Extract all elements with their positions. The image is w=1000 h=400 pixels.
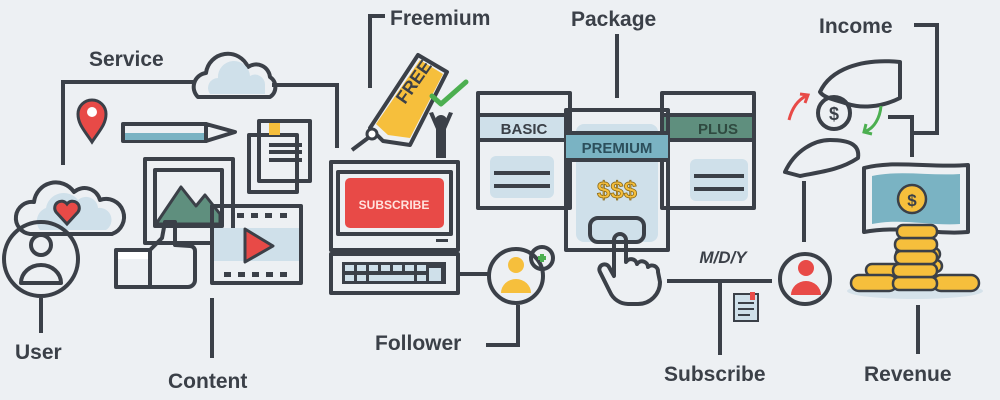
label-subscribe: Subscribe: [664, 363, 766, 386]
subscriber-icon: [778, 252, 832, 306]
service-line-right: [272, 83, 339, 148]
income-line: [913, 23, 939, 135]
checkmark-icon: [429, 79, 469, 107]
pencil-icon: [121, 122, 237, 143]
plan-plus-label: PLUS: [698, 121, 738, 138]
person-cheering-icon: [429, 112, 453, 158]
price-tag-icon: FREE: [350, 53, 449, 152]
follower-add-icon: [487, 245, 555, 305]
svg-text:$: $: [907, 191, 917, 210]
heart-cloud-icon: [13, 180, 126, 236]
pricing-plans-icon: BASIC PLUS PREMIUM $$$: [476, 91, 756, 252]
map-pin-icon: [76, 98, 108, 145]
follower-line: [486, 305, 520, 347]
user-icon: [2, 220, 80, 298]
document-icon: [247, 119, 312, 194]
keyboard-icon: [329, 252, 460, 295]
thumbs-up-icon: [114, 220, 197, 289]
mdy-label: M/D/Y: [699, 248, 748, 267]
computer-icon: SUBSCRIBE: [329, 160, 460, 252]
cloud-icon: [191, 51, 278, 99]
hand-pointer-icon: [597, 232, 662, 306]
hands-coin-icon: $: [783, 59, 902, 178]
banknote-icon: $: [862, 162, 970, 235]
label-follower: Follower: [375, 332, 462, 355]
label-revenue: Revenue: [864, 363, 952, 386]
label-freemium: Freemium: [390, 7, 491, 30]
connector-lines: [39, 14, 939, 358]
coin-stack-icon: [847, 223, 983, 299]
calendar-doc-icon: [733, 292, 759, 322]
plan-basic-label: BASIC: [501, 121, 548, 138]
subscribe-button-text: SUBSCRIBE: [359, 198, 430, 212]
image-icon: [143, 157, 235, 245]
label-service: Service: [89, 48, 164, 71]
premium-price: $$$: [597, 177, 638, 204]
video-icon: [210, 204, 303, 285]
freemium-line: [368, 14, 385, 88]
label-content: Content: [168, 370, 248, 393]
plan-premium-label: PREMIUM: [582, 140, 653, 157]
label-user: User: [15, 341, 62, 364]
label-package: Package: [571, 8, 657, 31]
coin-symbol: $: [829, 104, 839, 124]
service-line-left: [61, 80, 195, 165]
label-income: Income: [819, 15, 893, 38]
income-revenue-line: [888, 115, 914, 157]
